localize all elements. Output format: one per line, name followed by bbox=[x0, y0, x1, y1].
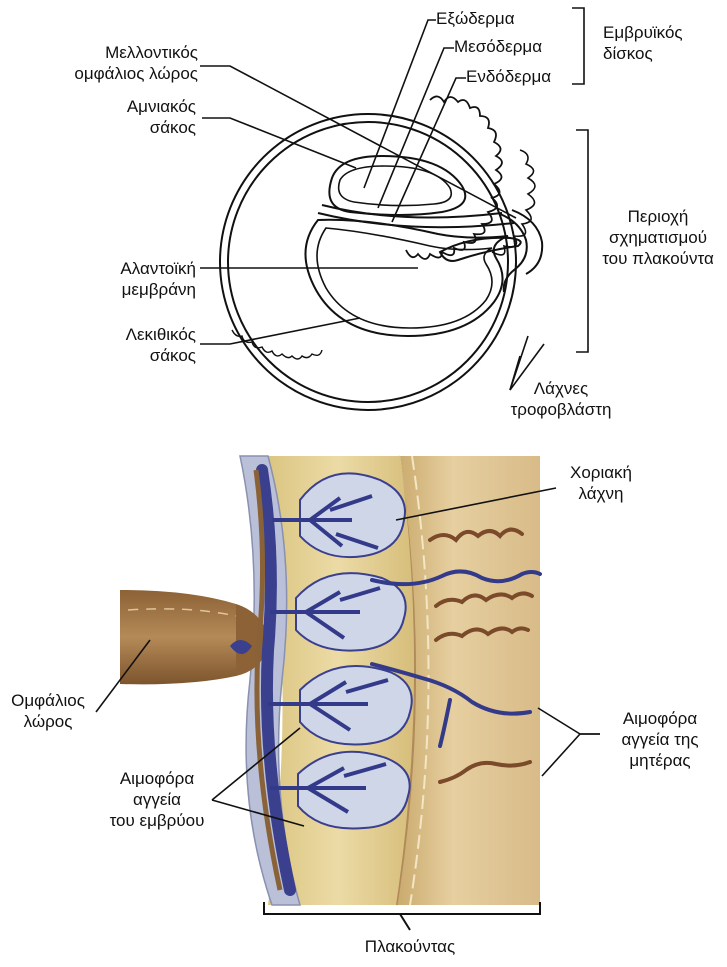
pointer-maternal-1 bbox=[537, 707, 600, 735]
pointer-villi-3 bbox=[509, 335, 529, 391]
pointer-fetal-2 bbox=[211, 799, 305, 827]
amniotic-cavity bbox=[337, 165, 453, 207]
pointer-yolk-sac bbox=[200, 317, 361, 345]
bottom-pointer-lines bbox=[95, 487, 600, 827]
umbilical-cord bbox=[120, 590, 257, 685]
villus-tree-2 bbox=[270, 572, 407, 652]
villus-tree-1 bbox=[272, 472, 406, 559]
maternal-vessels bbox=[370, 527, 542, 784]
label-allantois: Αλαντοϊκή μεμβράνη bbox=[120, 259, 196, 299]
pointer-fetal-1 bbox=[211, 727, 301, 801]
amniotic-sac-shape bbox=[328, 154, 467, 216]
label-amniotic-sac: Αμνιακός σάκος bbox=[126, 97, 196, 137]
label-mesoderm: Μεσόδερμα bbox=[454, 37, 543, 56]
embryo-sac-illustration bbox=[219, 95, 544, 411]
pointer-mesoderm bbox=[377, 47, 454, 209]
label-placenta: Πλακούντας bbox=[364, 937, 456, 956]
label-placenta-region: Περιοχή σχηματισμού του πλακούντα bbox=[602, 207, 714, 268]
label-trophoblast-villi: Λάχνες τροφοβλάστη bbox=[510, 379, 612, 419]
label-maternal-vessels: Αιμοφόρα αγγεία της μητέρας bbox=[621, 709, 699, 770]
pointer-villi-2 bbox=[509, 343, 545, 391]
placenta-bracket bbox=[263, 902, 541, 915]
yolk-sac-inner bbox=[316, 227, 493, 329]
pointer-umbilical-cord bbox=[95, 639, 151, 713]
allantois-shape bbox=[438, 236, 522, 262]
uterine-wall bbox=[395, 456, 540, 905]
embryonic-disc-line-2 bbox=[317, 212, 515, 229]
chorion-inner-ring bbox=[227, 121, 509, 403]
embryonic-disc-line-1 bbox=[321, 204, 503, 219]
label-umbilical-cord: Ομφάλιος λώρος bbox=[11, 691, 85, 731]
villus-tree-4 bbox=[270, 750, 411, 830]
pointer-ectoderm bbox=[363, 19, 436, 189]
yolk-sac-shape bbox=[304, 218, 509, 338]
cord-vessel bbox=[230, 640, 252, 654]
pointer-maternal-2 bbox=[541, 733, 600, 777]
body-stalk bbox=[499, 213, 528, 293]
placenta-illustration bbox=[120, 455, 542, 931]
pointer-amniotic-sac bbox=[202, 117, 357, 169]
pointer-future-cord bbox=[200, 65, 517, 219]
pointer-chorionic-villus bbox=[395, 487, 557, 521]
label-fetal-vessels: Αιμοφόρα αγγεία του εμβρύου bbox=[109, 769, 205, 830]
fetal-vessel-trunk bbox=[256, 464, 296, 896]
cord-highlight bbox=[127, 608, 237, 617]
label-endoderm: Ενδόδερμα bbox=[466, 67, 552, 86]
villus-tree-3 bbox=[268, 665, 413, 746]
trophoblast-villi-edge bbox=[405, 95, 503, 260]
label-embryonic-disc: Εμβρυϊκός δίσκος bbox=[603, 23, 683, 63]
label-yolk-sac: Λεκιθικός σάκος bbox=[125, 325, 196, 365]
top-pointer-lines bbox=[200, 7, 589, 391]
bracket-embryonic-disc bbox=[572, 7, 585, 85]
bracket-placenta-region bbox=[576, 129, 589, 353]
body-stalk-2 bbox=[511, 209, 544, 275]
label-ectoderm: Εξώδερμα bbox=[436, 9, 515, 28]
chorion-outer-ring bbox=[219, 113, 517, 411]
label-future-umbilical-cord: Μελλοντικός ομφάλιος λώρος bbox=[74, 43, 198, 83]
label-chorionic-villus: Χοριακή λάχνη bbox=[569, 463, 633, 503]
placenta-bracket-tick bbox=[399, 913, 411, 931]
pointer-endoderm bbox=[391, 77, 466, 223]
